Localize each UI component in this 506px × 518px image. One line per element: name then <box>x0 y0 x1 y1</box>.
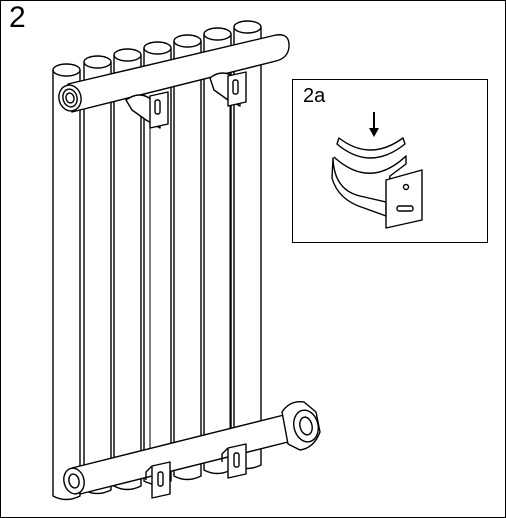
down-arrow-icon <box>369 112 379 137</box>
support-lines <box>149 100 231 470</box>
bracket-insert <box>336 137 406 159</box>
radiator-tubes <box>52 20 262 501</box>
top-crossbar <box>58 34 290 113</box>
step-number: 2 <box>9 1 26 34</box>
bottom-bracket-left <box>145 461 171 499</box>
top-bracket-right <box>209 71 247 107</box>
detail-label: 2a <box>303 85 326 107</box>
top-bracket-left <box>125 91 169 129</box>
bracket-body <box>331 155 423 229</box>
bottom-bracket-right <box>221 443 247 479</box>
valve <box>281 401 321 451</box>
bottom-crossbar <box>63 413 297 495</box>
